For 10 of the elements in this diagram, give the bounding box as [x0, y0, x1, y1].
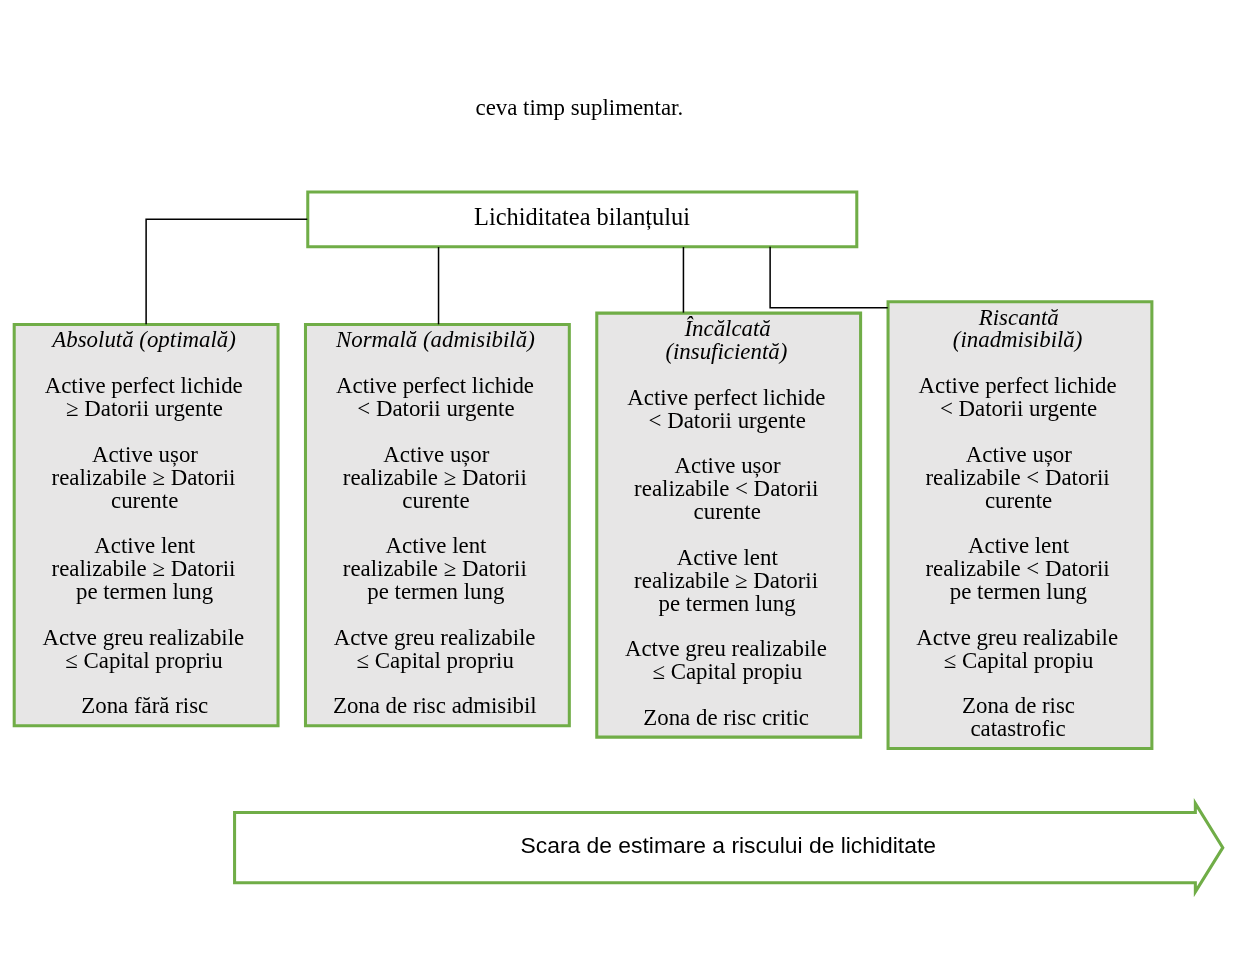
connector	[145, 218, 309, 325]
node-box: Absolută (optimală) Active perfect lichide ≥ Datorii urgente Active ușor realizabile ≥ Datorii curente Active lent realizabile ≥ Datorii pe termen lung Actve greu realizabile ≤ Capital propriu Zona fără risc	[12, 322, 280, 727]
label: ceva timp suplimentar.	[475, 94, 684, 120]
node-box: Încălcată (insuficientă) Active perfect lichide < Datorii urgente Active ușor realizabile < Datorii curente Active lent realizabile ≥ Datorii pe termen lung Actve greu realizabile ≤ Capital propiu Zona de risc critic	[595, 311, 863, 739]
connector	[769, 245, 889, 309]
connector	[437, 245, 440, 325]
connector	[682, 245, 685, 313]
node-box: Normală (admisibilă) Active perfect lichide < Datorii urgente Active ușor realizabile ≥ Datorii curente Active lent realizabile ≥ Datorii pe termen lung Actve greu realizabile ≤ Capital propriu Zona de risc admisibil	[303, 322, 571, 727]
node-box: Riscantă (inadmisibilă) Active perfect lichide < Datorii urgente Active ușor realizabile < Datorii curente Active lent realizabile < Datorii pe termen lung Actve greu realizabile ≤ Capital propiu Zona de risc catastrofic	[886, 299, 1154, 750]
node-box: Lichiditatea bilanțului	[306, 189, 859, 248]
